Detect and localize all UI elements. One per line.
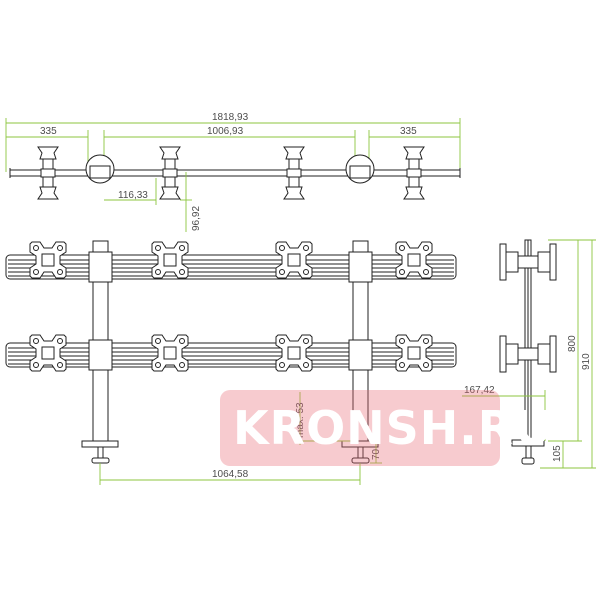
vesa-plate-7 (275, 334, 313, 372)
side-mount-bottom (499, 335, 557, 373)
dim-overall-width: 1818,93 (5, 112, 461, 172)
vesa-plate-6 (151, 334, 189, 372)
dim-center-span: 1006,93 (103, 126, 356, 165)
overall-width-label: 1818,93 (212, 112, 249, 123)
post-spacing-label: 1064,58 (212, 469, 249, 480)
base-105-label: 105 (552, 445, 563, 462)
lower-rail (5, 342, 457, 368)
vesa-plate-2 (151, 241, 189, 279)
vesa-plate-1 (29, 241, 67, 279)
front-view: 1064,58 max. 53 70 (5, 240, 457, 485)
dim-base-105: 105 (552, 441, 564, 468)
post-left (81, 240, 119, 464)
post-right (341, 240, 379, 464)
right-offset-label: 335 (400, 126, 417, 137)
dim-bracket-70: 70 (370, 441, 382, 464)
top-bar (9, 169, 461, 177)
mount-head-top-4 (403, 146, 425, 200)
height-910-label: 910 (581, 353, 592, 370)
vesa-plate-4 (395, 241, 433, 279)
bracket-70-label: 70 (371, 448, 382, 460)
vesa-plate-5 (29, 334, 67, 372)
dim-post-spacing: 1064,58 (99, 463, 361, 485)
upper-rail (5, 254, 457, 280)
left-offset-label: 335 (40, 126, 57, 137)
arm-offset-label: 116,33 (118, 190, 148, 201)
mount-head-top-1 (37, 146, 59, 200)
side-mount-top (499, 243, 557, 281)
vesa-plate-8 (395, 334, 433, 372)
dim-bracket-max: max. 53 (295, 392, 352, 445)
height-800-label: 800 (567, 335, 578, 352)
depth-label: 96,92 (191, 206, 202, 231)
top-view: 1818,93 335 1006,93 335 (5, 112, 461, 232)
side-depth-label: 167,42 (464, 385, 495, 396)
dim-depth: 96,92 (180, 172, 202, 232)
bracket-max-label: max. 53 (295, 402, 306, 438)
watermark: KRONSH.RU (220, 390, 553, 466)
mount-head-top-3 (283, 146, 305, 200)
watermark-text: KRONSH.RU (233, 401, 553, 455)
side-view: 167,42 800 910 105 (462, 239, 596, 469)
vesa-plate-3 (275, 241, 313, 279)
dim-side-depth: 167,42 (462, 385, 546, 441)
mount-head-top-2 (159, 146, 181, 200)
dim-height-910: 910 (540, 239, 596, 469)
dim-arm-offset: 116,33 (104, 178, 157, 205)
center-span-label: 1006,93 (207, 126, 244, 137)
